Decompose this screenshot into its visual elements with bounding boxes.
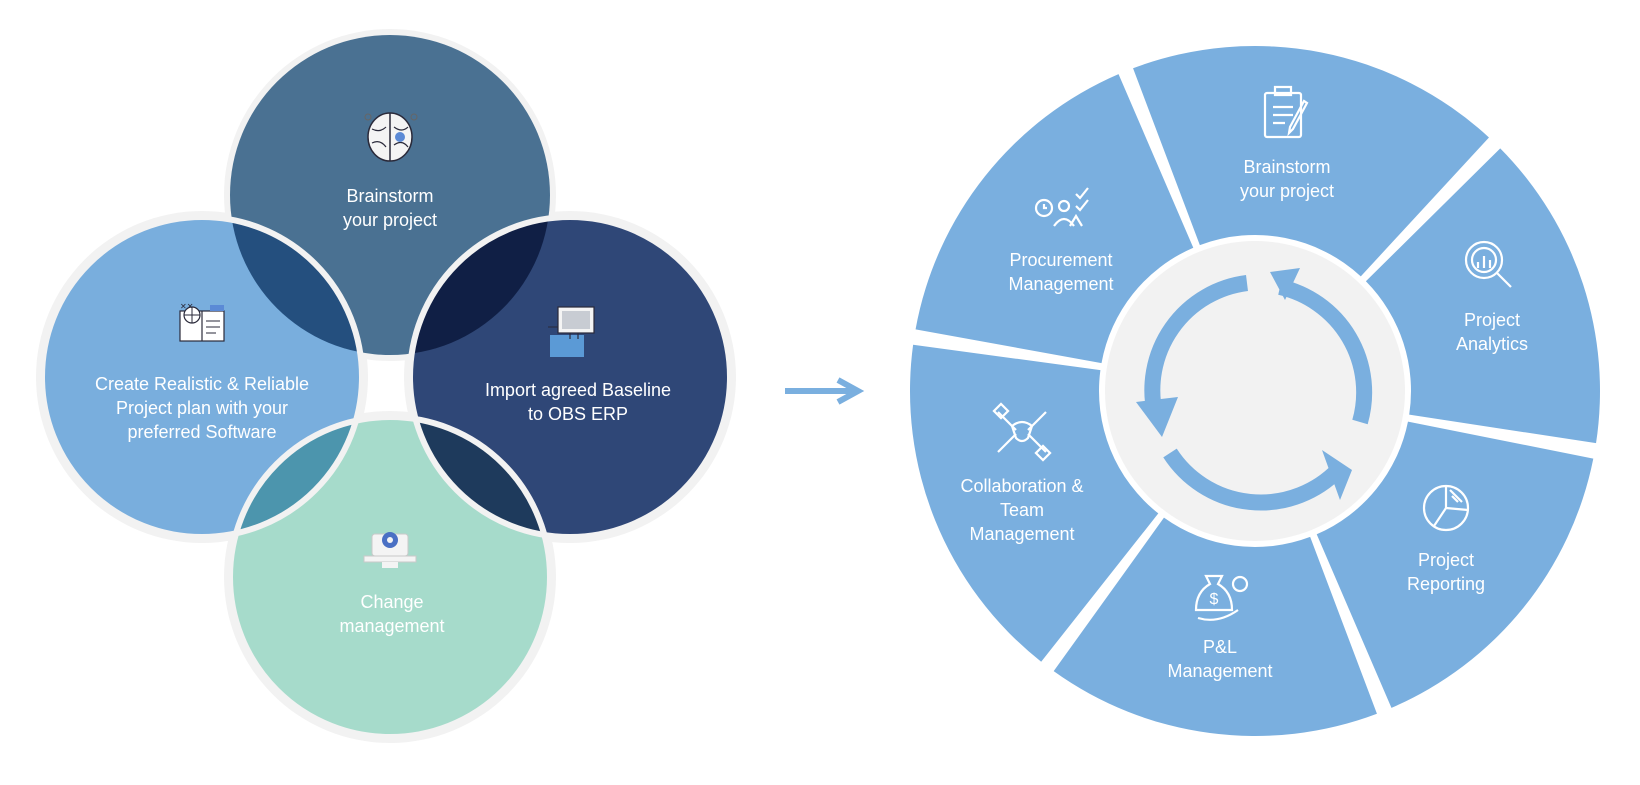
- svg-text:$: $: [1210, 591, 1219, 608]
- label-line: management: [339, 616, 444, 636]
- venn-diagram: ✕✕ Brainstorm your project Create Realist…: [36, 29, 736, 743]
- clipboard-icon: [1263, 85, 1309, 139]
- label-line: Create Realistic & Reliable: [95, 374, 309, 394]
- wheel-segment: [1053, 517, 1377, 737]
- money-bag-icon: $: [1194, 574, 1249, 621]
- wheel-segment: [910, 344, 1159, 662]
- wheel-segment: [1316, 421, 1594, 708]
- analytics-magnifier-icon: [1464, 240, 1512, 288]
- gear-laptop-icon: [363, 532, 417, 568]
- label-line: your project: [1240, 181, 1334, 201]
- label-line: your project: [343, 210, 437, 230]
- label-line: Project: [1418, 550, 1474, 570]
- label-line: Reporting: [1407, 574, 1485, 594]
- label-line: Collaboration &: [960, 476, 1083, 496]
- label-line: to OBS ERP: [528, 404, 628, 424]
- venn-overlap-top-left: [230, 217, 362, 355]
- computer-import-icon: [548, 306, 595, 357]
- label-line: Brainstorm: [1243, 157, 1330, 177]
- venn-overlap-top-right: [410, 217, 550, 355]
- venn-overlap-bottom-right: [410, 417, 550, 537]
- label-line: Management: [969, 524, 1074, 544]
- wheel-segment: [1365, 148, 1600, 444]
- wheel-segment: [1133, 45, 1489, 277]
- label-line: Team: [1000, 500, 1044, 520]
- label-line: preferred Software: [127, 422, 276, 442]
- cycle-arrows-icon: [1144, 275, 1373, 511]
- handshake-icon: [992, 402, 1052, 462]
- wheel-label-pnl: P&L Management: [1167, 637, 1272, 681]
- label-line: Change: [360, 592, 423, 612]
- label-line: Import agreed Baseline: [485, 380, 671, 400]
- svg-text:✕✕: ✕✕: [180, 302, 193, 311]
- label-line: Management: [1167, 661, 1272, 681]
- label-line: Management: [1008, 274, 1113, 294]
- venn-label-right: Import agreed Baseline to OBS ERP: [485, 380, 671, 424]
- planning-book-icon: ✕✕: [179, 302, 225, 342]
- label-line: Procurement: [1009, 250, 1112, 270]
- cycle-arrowheads: [1136, 268, 1352, 500]
- procurement-team-icon: [1034, 187, 1089, 227]
- pie-chart-icon: [1422, 484, 1470, 532]
- label-line: Analytics: [1456, 334, 1528, 354]
- label-line: Project: [1464, 310, 1520, 330]
- wheel-segment: [915, 74, 1194, 364]
- label-line: Project plan with your: [116, 398, 288, 418]
- brain-icon: [364, 112, 418, 162]
- wheel-label-brainstorm: Brainstorm your project: [1240, 157, 1334, 201]
- label-line: P&L: [1203, 637, 1237, 657]
- venn-label-bottom: Change management: [339, 592, 444, 636]
- label-line: Brainstorm: [346, 186, 433, 206]
- venn-label-top: Brainstorm your project: [343, 186, 437, 230]
- right-arrow-icon: [785, 377, 865, 405]
